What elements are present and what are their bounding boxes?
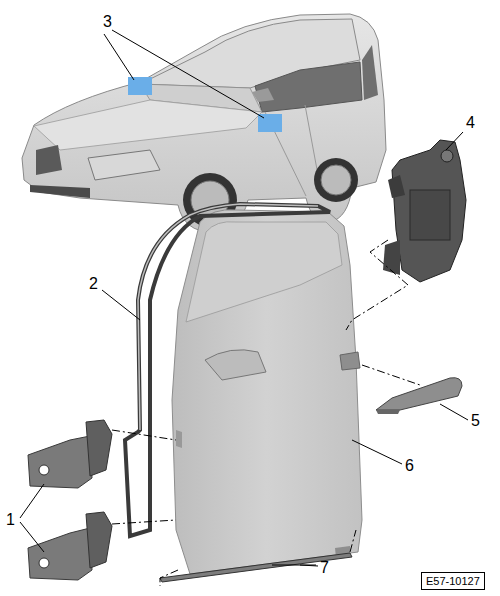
door-handle <box>376 378 462 414</box>
callout-number: 5 <box>471 413 480 429</box>
figure-id: E57-10127 <box>426 575 480 587</box>
door-lock <box>383 140 466 282</box>
location-marker <box>128 77 152 95</box>
sill-strip <box>160 553 352 582</box>
assembly-line <box>112 240 420 586</box>
door-hinge <box>28 420 112 580</box>
callout-number: 7 <box>320 560 329 576</box>
callout-number: 2 <box>89 276 98 292</box>
callout-number: 3 <box>103 14 112 30</box>
figure-id-box: E57-10127 <box>421 572 485 590</box>
car-body <box>22 14 386 232</box>
callout-number: 4 <box>466 115 475 131</box>
callout-number: 1 <box>6 512 15 528</box>
door <box>172 210 362 574</box>
leader-line <box>20 132 468 566</box>
callout-number: 6 <box>405 458 414 474</box>
door-seal <box>125 204 330 536</box>
